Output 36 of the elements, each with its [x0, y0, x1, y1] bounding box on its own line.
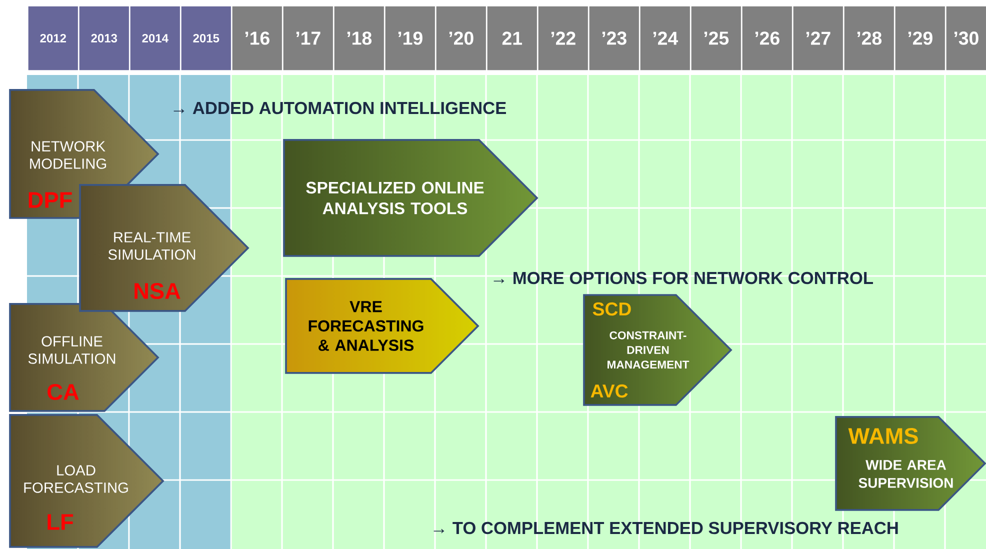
- abbreviation-label: LF: [48, 514, 74, 530]
- abbreviation-label: SCD: [592, 302, 631, 316]
- year-cell: ’20: [435, 5, 488, 72]
- year-cell: ’27: [792, 5, 844, 72]
- abbreviation-label: NSA: [134, 282, 180, 300]
- year-cell: 2013: [78, 5, 130, 72]
- abbreviation-label: AVC: [590, 384, 628, 398]
- year-cell: ’16: [231, 5, 284, 72]
- year-cell: 2015: [180, 5, 232, 72]
- year-cell: ’25: [690, 5, 742, 72]
- box-label: SPECIALIZED ONLINE ANALYSIS TOOLS: [306, 182, 484, 214]
- box-label: LOAD FORECASTING: [24, 465, 128, 493]
- box-label: CONSTRAINT-DRIVEN MANAGEMENT: [608, 331, 690, 369]
- year-cell: ’17: [282, 5, 334, 72]
- year-cell: ’28: [843, 5, 896, 72]
- year-cell: ’26: [741, 5, 794, 72]
- box-label: REAL-TIME SIMULATION: [108, 232, 196, 260]
- box-label: OFFLINE SIMULATION: [28, 336, 116, 364]
- year-cell: 21: [486, 5, 538, 72]
- year-cell: ’22: [537, 5, 590, 72]
- abbreviation-label: DPF: [28, 192, 72, 208]
- year-cell: ’24: [639, 5, 692, 72]
- year-cell: ’29: [894, 5, 946, 72]
- year-cell: ’19: [384, 5, 436, 72]
- year-cell: 2012: [27, 5, 80, 72]
- year-cell: ’18: [333, 5, 386, 72]
- abbreviation-label: CA: [48, 384, 79, 400]
- year-cell: ’30: [945, 5, 986, 72]
- box-label: WIDE AREA SUPERVISION: [858, 460, 953, 488]
- year-cell: 2014: [129, 5, 182, 72]
- box-label: VRE FORECASTING & ANALYSIS: [308, 301, 424, 351]
- note-text: → MORE OPTIONS FOR NETWORK CONTROL: [494, 272, 873, 284]
- note-text: → TO COMPLEMENT EXTENDED SUPERVISORY REACH: [434, 522, 898, 534]
- box-label: NETWORK MODELING: [30, 141, 106, 169]
- abbreviation-label: WAMS: [848, 428, 918, 444]
- year-cell: ’23: [588, 5, 640, 72]
